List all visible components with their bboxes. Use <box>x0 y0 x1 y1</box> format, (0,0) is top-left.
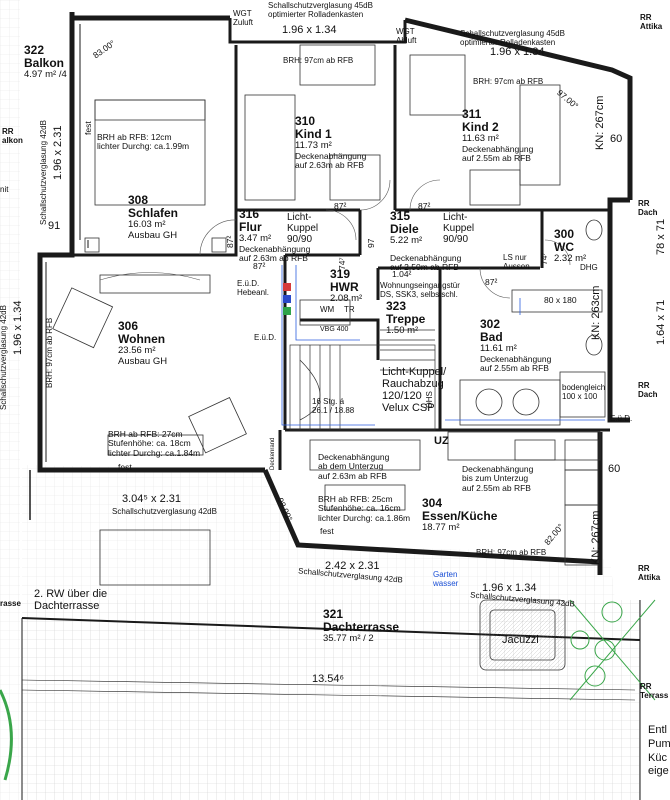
dim-74-wc: 74⁷ <box>539 252 549 265</box>
room-315: 315 Diele 5.22 m² <box>390 209 423 247</box>
fest-balkon: fest <box>83 121 93 135</box>
dim-74-hwr: 74⁷ <box>337 257 347 270</box>
wm-label: WM <box>320 305 335 314</box>
eud-2: E.ü.D. <box>254 333 277 342</box>
schall-wohnen-left: Schallschutzverglasung 42dB <box>0 305 8 410</box>
dim-87-diele: 87² <box>418 201 431 211</box>
eud-right: E.ü.D. <box>610 414 633 423</box>
jacuzzi-label: Jacuzzi <box>502 634 539 646</box>
brh-kind2: BRH: 97cm ab RFB <box>473 77 544 86</box>
uz-label: UZ <box>434 435 449 447</box>
room-316: 316 Flur 3.47 m² Deckenabhängung auf 2.6… <box>239 207 311 264</box>
deckenrand-label: Deckenrand <box>270 437 276 470</box>
kn-bottom: KN: 267cm <box>590 510 602 565</box>
kn-mid: KN: 263cm <box>590 285 602 340</box>
dim-87-flur: 87² <box>334 201 347 211</box>
dim-304-window: 3.04⁵ x 2.31 <box>122 493 181 505</box>
door-swings <box>99 179 571 299</box>
brh-essen-window: BRH: 97cm ab RFB <box>476 548 547 557</box>
sixty-top: 60 <box>610 133 623 145</box>
room-322: 322 Balkon 4.97 m² /4 <box>24 43 67 81</box>
kn-top: KN: 267cm <box>594 95 606 150</box>
jacuzzi-base <box>480 600 565 670</box>
dim-196-right: 1.96 x 1.34 <box>482 582 537 594</box>
dim-87-side: 87² <box>225 235 235 248</box>
dim-87-bad: 87² <box>485 277 498 287</box>
room-302: 302 Bad 11.61 m² Deckenabhängung auf 2.5… <box>480 317 552 374</box>
room-310: 310 Kind 1 11.73 m² Deckenabhängung auf … <box>295 114 367 171</box>
dim-104: 1.04² <box>392 269 412 279</box>
brh-wohnen-left: BRH: 97cm ab RFB <box>45 317 54 388</box>
room-311: 311 Kind 2 11.63 m² Deckenabhängung auf … <box>462 107 534 164</box>
sixty-bottom: 60 <box>608 463 621 475</box>
dim-97: 97 <box>366 238 376 248</box>
dim-242: 2.42 x 2.31 <box>325 560 380 572</box>
dim-78x71: 78 x 71 <box>655 218 667 255</box>
schall-balkon: Schallschutzverglasung 42dB <box>39 120 48 225</box>
fest-essen: fest <box>320 526 334 536</box>
dhs-label: DHS <box>425 391 434 408</box>
room-304: 304 Essen/Küche 18.77 m² <box>422 496 498 534</box>
dim-top-left: 1.96 x 1.34 <box>282 24 337 36</box>
dim-91: 91 <box>48 220 61 232</box>
dim-top-right: 1.96 x 1.34 <box>490 46 545 58</box>
room-308: 308 Schlafen 16.03 m² Ausbau GH <box>128 193 179 241</box>
schall-terr: Schallschutzverglasung 42dB <box>112 507 217 516</box>
bathtub-size: 80 x 180 <box>544 295 577 305</box>
plants <box>0 599 656 781</box>
vbg-label: VBG 400 <box>320 326 349 333</box>
room-323: 323 Treppe 1.50 m² <box>386 299 426 337</box>
fest-wohnen: fest <box>118 462 132 472</box>
dhg-wc: DHG <box>580 263 598 272</box>
dim-87-flur2: 87² <box>253 261 266 271</box>
dim-1354: 13.54⁶ <box>312 673 345 685</box>
rr-left-bottom: rasse <box>0 599 21 608</box>
dim-wohnen-left: 1.96 x 1.34 <box>12 300 24 355</box>
room-321: 321 Dachterrasse 35.77 m² / 2 <box>323 607 400 645</box>
room-319: 319 HWR 2.08 m² <box>330 267 363 305</box>
room-306: 306 Wohnen 23.56 m² Ausbau GH <box>118 319 168 367</box>
dim-balkon-window: 1.96 x 2.31 <box>52 125 64 180</box>
tr-label: TR <box>344 305 355 314</box>
brh-kind1: BRH: 97cm ab RFB <box>283 56 354 65</box>
blue-lines <box>281 265 605 426</box>
distribution-board <box>283 283 291 315</box>
nit-label: nit <box>0 185 9 194</box>
eud-hebeanl: E.ü.D.Hebeanl. <box>237 279 270 297</box>
dim-164x71: 1.64 x 71 <box>655 299 667 345</box>
room-300: 300 WC 2.32 m² <box>554 227 587 265</box>
staircase <box>289 329 436 431</box>
